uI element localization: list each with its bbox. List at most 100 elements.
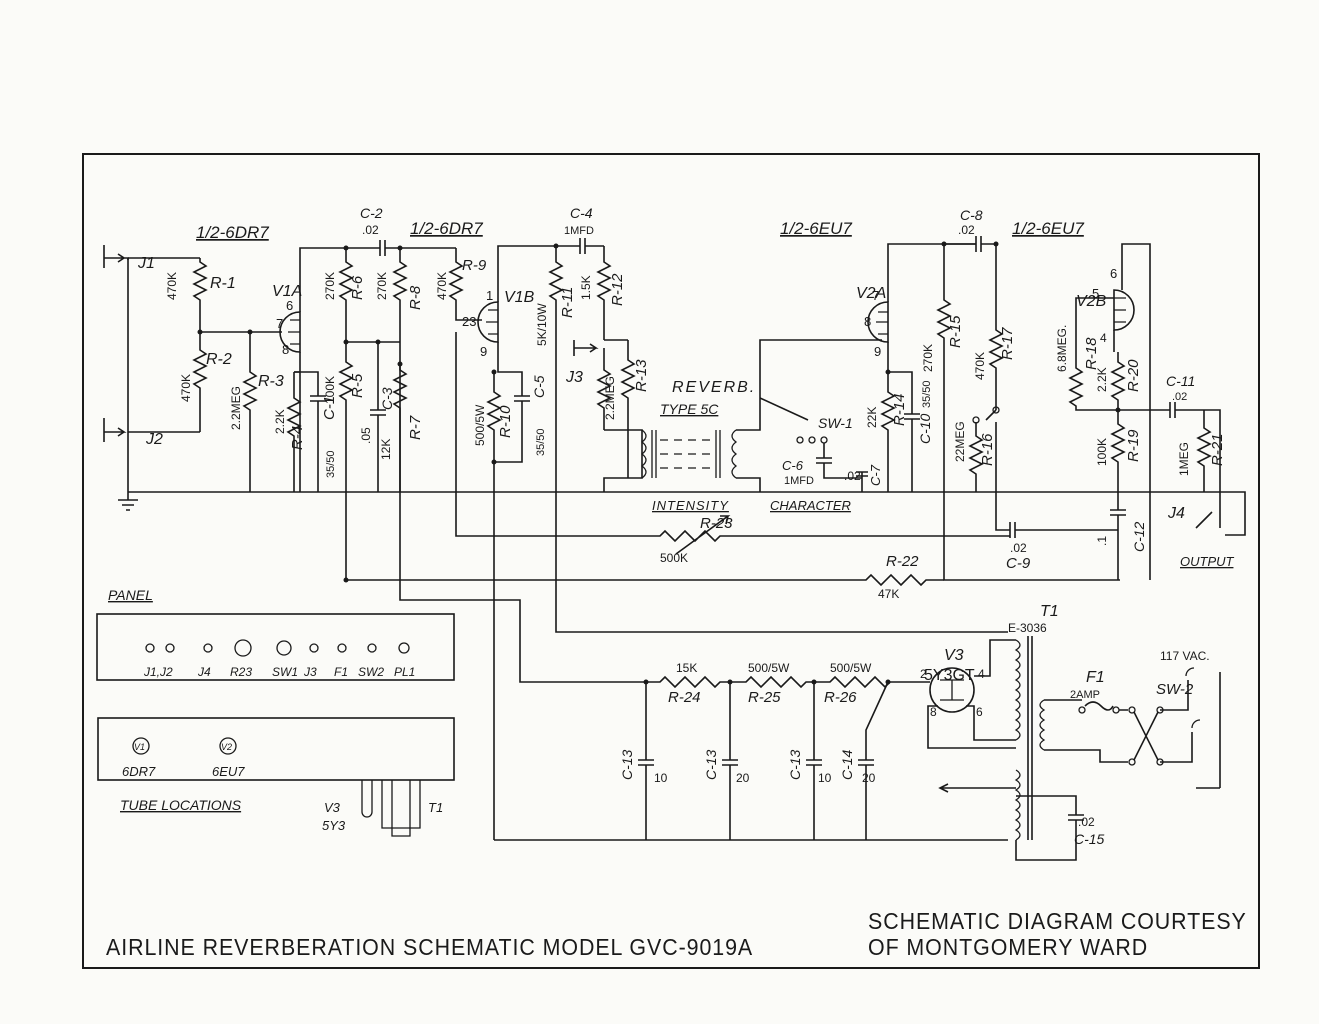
svg-text:7: 7 bbox=[276, 316, 283, 331]
svg-text:.1: .1 bbox=[1095, 536, 1109, 546]
ground-symbol bbox=[118, 492, 138, 511]
svg-text:100K: 100K bbox=[1095, 438, 1109, 466]
svg-text:C-6: C-6 bbox=[782, 458, 804, 473]
tube-v3-rectifier: V3 5Y3GT 2 4 8 6 bbox=[920, 647, 985, 719]
v3-label: V3 bbox=[944, 647, 964, 664]
svg-text:V1: V1 bbox=[134, 742, 145, 752]
resistor-r8-r7 bbox=[392, 248, 408, 492]
svg-text:T1: T1 bbox=[428, 800, 443, 815]
svg-text:R-9: R-9 bbox=[462, 257, 487, 274]
resistor-r15 bbox=[936, 244, 1120, 581]
svg-text:270K: 270K bbox=[921, 344, 935, 372]
svg-text:C-3: C-3 bbox=[379, 387, 395, 410]
tube-heading-v1-half-b: 1/2-6DR7 bbox=[410, 219, 483, 238]
r1-value: 470K bbox=[165, 272, 179, 300]
panel-label-pl1: PL1 bbox=[394, 665, 415, 679]
fuse-f1: F1 2AMP bbox=[1070, 669, 1128, 714]
resistor-r18 bbox=[1068, 362, 1118, 411]
svg-text:R-6: R-6 bbox=[349, 275, 366, 300]
capacitor-c8 bbox=[944, 236, 996, 252]
f1-label: F1 bbox=[1086, 669, 1105, 686]
panel-label-r23: R23 bbox=[230, 665, 252, 679]
panel-label-sw1: SW1 bbox=[272, 665, 298, 679]
svg-text:C-5: C-5 bbox=[531, 375, 547, 398]
svg-text:1MFD: 1MFD bbox=[784, 475, 814, 487]
reverb-type-label: TYPE 5C bbox=[660, 401, 719, 417]
svg-text:1MFD: 1MFD bbox=[564, 225, 594, 237]
ground-bus bbox=[128, 491, 1246, 536]
intensity-label: INTENSITY bbox=[652, 498, 729, 513]
svg-text:500/5W: 500/5W bbox=[830, 661, 872, 675]
rectifier-and-transformer-outline bbox=[361, 780, 421, 837]
svg-text:8: 8 bbox=[930, 705, 937, 719]
svg-text:R-23: R-23 bbox=[700, 515, 733, 532]
chassis-top bbox=[97, 717, 455, 781]
v3-type-label: 5Y3GT bbox=[924, 667, 975, 684]
svg-text:2: 2 bbox=[920, 667, 927, 681]
svg-text:.02: .02 bbox=[362, 223, 379, 237]
resistor-r17 bbox=[988, 244, 1004, 410]
resistor-r12 bbox=[596, 246, 612, 340]
svg-text:2.2K: 2.2K bbox=[273, 409, 287, 434]
v1a-label: V1A bbox=[272, 283, 302, 300]
resistor-r4-capacitor-c1 bbox=[286, 371, 326, 492]
svg-text:2.2K: 2.2K bbox=[1095, 367, 1109, 392]
resistor-r3 bbox=[242, 332, 258, 492]
svg-text:R-11: R-11 bbox=[559, 287, 576, 318]
v3-wiring bbox=[918, 639, 1016, 749]
svg-text:R-25: R-25 bbox=[748, 689, 781, 706]
svg-text:4: 4 bbox=[978, 667, 985, 681]
svg-text:R-8: R-8 bbox=[407, 285, 424, 310]
filter-capacitors bbox=[494, 681, 1008, 841]
tube-heading-v2-half-a: 1/2-6EU7 bbox=[780, 219, 852, 238]
resistor-r10 bbox=[486, 372, 502, 840]
svg-text:R-21: R-21 bbox=[1209, 433, 1226, 466]
svg-text:R-18: R-18 bbox=[1083, 337, 1100, 370]
svg-text:4: 4 bbox=[1100, 331, 1107, 345]
intensity-control-r23: INTENSITY R-23 500K bbox=[455, 332, 1010, 565]
svg-text:5Y3: 5Y3 bbox=[322, 818, 346, 833]
svg-text:8: 8 bbox=[282, 342, 289, 357]
svg-text:.02: .02 bbox=[1010, 541, 1027, 555]
svg-text:C-13: C-13 bbox=[703, 749, 719, 780]
svg-text:470K: 470K bbox=[435, 272, 449, 300]
svg-text:V3: V3 bbox=[324, 800, 341, 815]
svg-text:6: 6 bbox=[1110, 266, 1117, 281]
credit-line-1: SCHEMATIC DIAGRAM COURTESY bbox=[868, 908, 1247, 934]
panel-title: PANEL bbox=[108, 587, 153, 603]
svg-text:.02: .02 bbox=[844, 469, 861, 483]
svg-text:R-22: R-22 bbox=[886, 553, 919, 570]
svg-text:R-3: R-3 bbox=[258, 373, 284, 390]
diagram-border bbox=[82, 153, 1260, 969]
svg-text:R-13: R-13 bbox=[633, 359, 650, 392]
svg-text:2.2MEG: 2.2MEG bbox=[603, 376, 617, 420]
sw2-label: SW-2 bbox=[1156, 681, 1194, 698]
panel-label-sw2: SW2 bbox=[358, 665, 384, 679]
svg-text:6: 6 bbox=[286, 298, 293, 313]
svg-text:R-19: R-19 bbox=[1125, 429, 1142, 462]
svg-text:R-14: R-14 bbox=[891, 393, 908, 426]
svg-text:20: 20 bbox=[736, 771, 750, 785]
svg-text:9: 9 bbox=[480, 344, 487, 359]
tube-heading-v2-half-b: 1/2-6EU7 bbox=[1012, 219, 1084, 238]
svg-text:.05: .05 bbox=[359, 427, 373, 444]
svg-text:2.2MEG: 2.2MEG bbox=[229, 386, 243, 430]
svg-text:R-5: R-5 bbox=[349, 373, 366, 398]
svg-text:R-20: R-20 bbox=[1125, 359, 1142, 392]
resistor-r11-b-plus-line bbox=[548, 246, 1008, 633]
svg-text:1.5K: 1.5K bbox=[579, 275, 593, 300]
v1b-label: V1B bbox=[504, 289, 535, 306]
svg-text:R-12: R-12 bbox=[609, 273, 626, 306]
panel-controls bbox=[145, 639, 410, 657]
svg-text:.02: .02 bbox=[1078, 815, 1095, 829]
svg-text:.02: .02 bbox=[1172, 391, 1187, 403]
svg-text:C-13: C-13 bbox=[619, 749, 635, 780]
tube-heading-v1-half-a: 1/2-6DR7 bbox=[196, 223, 269, 242]
svg-text:R-17: R-17 bbox=[999, 327, 1016, 360]
character-label: CHARACTER bbox=[770, 498, 851, 513]
svg-text:5: 5 bbox=[1092, 286, 1099, 301]
panel-label-j4: J4 bbox=[197, 665, 211, 679]
resistor-r9 bbox=[448, 248, 482, 321]
reverb-unit: REVERB. TYPE 5C bbox=[603, 339, 882, 492]
